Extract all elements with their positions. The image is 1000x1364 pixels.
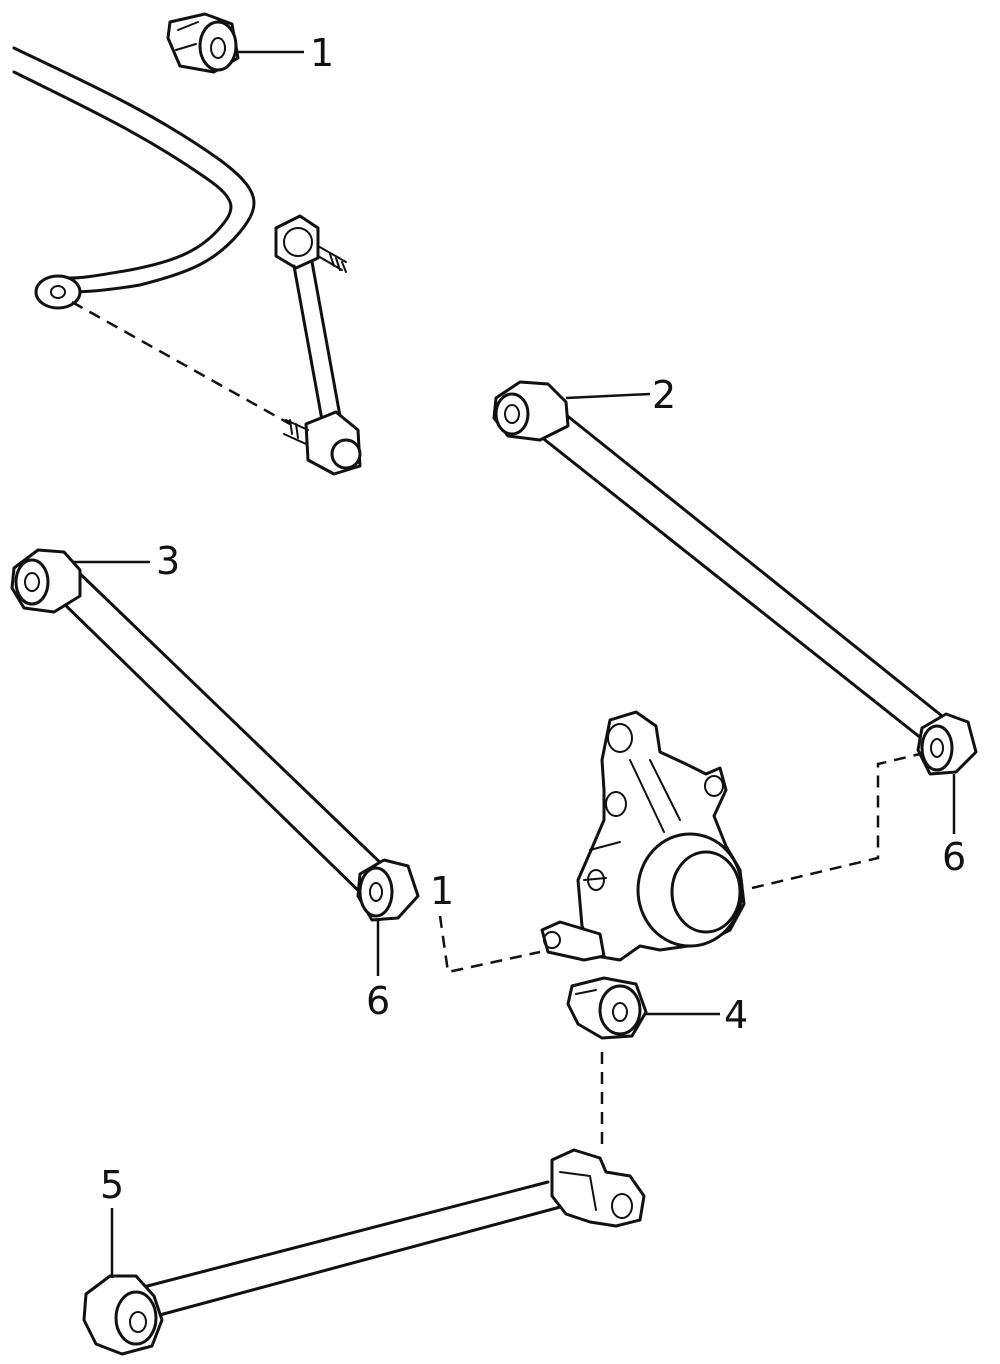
assembly-line-knuckle-arm-lower — [438, 915, 541, 974]
knuckle-bushing — [566, 976, 648, 1040]
callout-6-lower: 6 — [366, 979, 390, 1023]
callout-4: 4 — [724, 993, 748, 1037]
callout-3: 3 — [156, 539, 180, 583]
callout-1: 1 — [310, 31, 334, 75]
callout-1-knuckle: 1 — [430, 869, 454, 913]
callout-2: 2 — [652, 373, 676, 417]
stabilizer-bushing — [166, 12, 240, 74]
stabilizer-link — [274, 214, 362, 476]
assembly-line-knuckle-arm-upper — [751, 752, 921, 890]
trailing-arm — [82, 1148, 646, 1356]
arm-lower-left — [10, 548, 420, 922]
stabilizer-bar — [12, 46, 256, 310]
knuckle-hub — [540, 710, 746, 962]
callout-5: 5 — [100, 1163, 124, 1207]
assembly-line-bar-link — [71, 300, 291, 426]
arm-upper — [492, 380, 978, 776]
leader-2 — [565, 392, 651, 400]
callout-6-upper: 6 — [942, 835, 966, 879]
